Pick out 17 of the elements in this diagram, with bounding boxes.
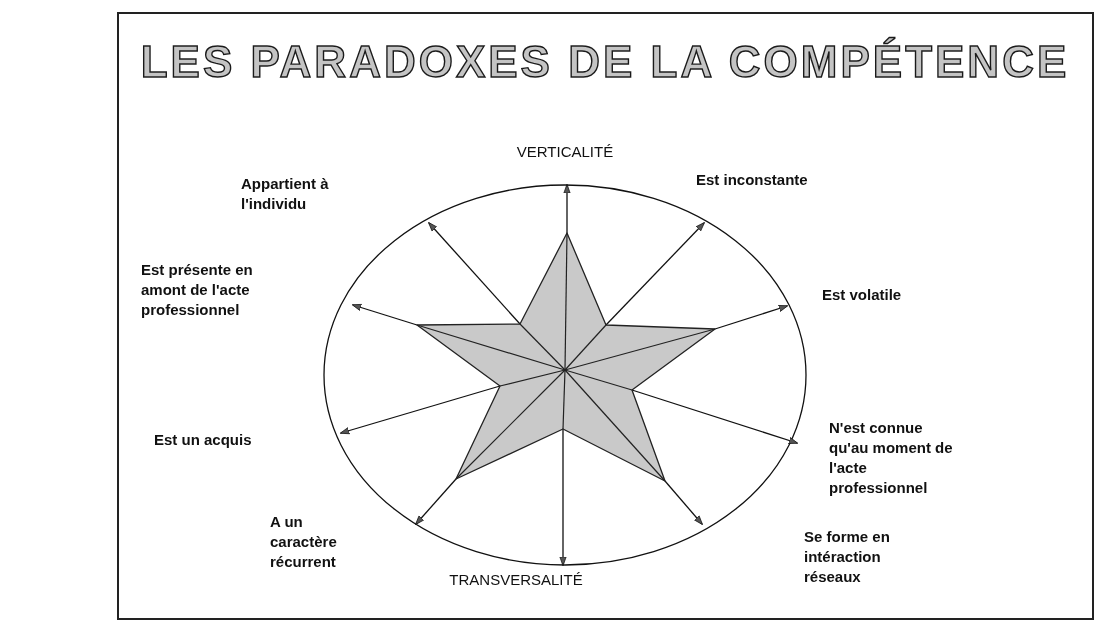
paradox-label: Est un acquis xyxy=(154,430,253,450)
arrow xyxy=(351,304,418,326)
axis-label: VERTICALITÉ xyxy=(515,142,615,162)
axis-label: TRANSVERSALITÉ xyxy=(448,570,584,590)
paradox-label: Est volatile xyxy=(822,285,903,305)
arrow xyxy=(428,221,521,325)
paradox-label: Est inconstante xyxy=(696,170,809,190)
paradox-label: Appartient à l'individu xyxy=(241,174,330,214)
paradox-label: Se forme en intéraction réseaux xyxy=(804,527,891,587)
arrow xyxy=(714,305,789,330)
paradox-label: A un caractère récurrent xyxy=(270,512,338,572)
arrow xyxy=(605,222,705,326)
paradox-label: N'est connue qu'au moment de l'acte professionnel xyxy=(829,418,954,498)
arrow xyxy=(415,478,457,526)
paradox-label: Est présente en amont de l'acte professionnel xyxy=(141,260,254,320)
title: LES PARADOXES DE LA COMPÉTENCE xyxy=(139,36,1071,88)
arrow xyxy=(664,480,703,526)
